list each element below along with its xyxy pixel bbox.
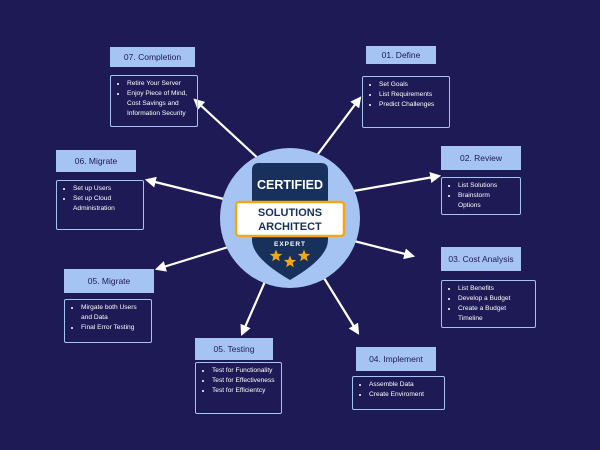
step-item: List Requirements	[379, 90, 443, 100]
step-items-testing: Test for FunctionalityTest for Effective…	[195, 362, 282, 414]
step-title-completion: 07. Completion	[110, 47, 195, 67]
step-item-list: Set GoalsList RequirementsPredict Challe…	[367, 80, 443, 110]
step-items-cost-analysis: List BenefitsDevelop a BudgetCreate a Bu…	[441, 280, 536, 328]
badge-banner	[234, 200, 346, 238]
step-items-migrate-06: Set up UsersSet up Cloud Administration	[56, 180, 144, 230]
step-title-migrate-05: 05. Migrate	[64, 269, 154, 293]
step-item-list: List BenefitsDevelop a BudgetCreate a Bu…	[446, 284, 529, 324]
arrow-to-migrate-06	[144, 176, 237, 204]
arrow-to-cost-analysis	[349, 238, 416, 260]
step-item-list: Set up UsersSet up Cloud Administration	[61, 184, 137, 214]
step-item-list: Test for FunctionalityTest for Effective…	[200, 366, 275, 396]
step-item: Predict Challenges	[379, 100, 443, 110]
step-item: Enjoy Piece of Mind, Cost Savings and In…	[127, 89, 191, 119]
step-item: Test for Functionality	[212, 366, 275, 376]
step-item: List Benefits	[458, 284, 529, 294]
step-items-define: Set GoalsList RequirementsPredict Challe…	[362, 76, 450, 128]
star-rating	[269, 249, 311, 268]
step-item: Test for Effectiveness	[212, 376, 275, 386]
arrow-to-completion	[193, 98, 263, 163]
step-item: Develop a Budget	[458, 294, 529, 304]
badge-architect-text: ARCHITECT	[258, 221, 322, 233]
star-icon	[297, 249, 311, 262]
step-items-implement: Assemble DataCreate Enviroment	[352, 376, 445, 410]
step-item: List Solutions	[458, 181, 514, 191]
step-item-list: List SolutionsBrainstorm Options	[446, 181, 514, 211]
step-item: Assemble Data	[369, 380, 438, 390]
step-title-review: 02. Review	[441, 146, 521, 170]
step-item: Final Error Testing	[81, 323, 145, 333]
step-items-review: List SolutionsBrainstorm Options	[441, 177, 521, 215]
step-item: Mirgate both Users and Data	[81, 303, 145, 323]
step-items-migrate-05: Mirgate both Users and DataFinal Error T…	[64, 299, 152, 343]
star-icon	[269, 249, 283, 262]
step-item: Create Enviroment	[369, 390, 438, 400]
step-item-list: Assemble DataCreate Enviroment	[357, 380, 438, 400]
step-item-list: Mirgate both Users and DataFinal Error T…	[69, 303, 145, 333]
arrow-to-implement	[323, 277, 360, 335]
step-title-testing: 05. Testing	[195, 338, 273, 360]
step-item: Set Goals	[379, 80, 443, 90]
step-item: Retire Your Server	[127, 79, 191, 89]
step-title-migrate-06: 06. Migrate	[56, 150, 136, 172]
step-item: Brainstorm Options	[458, 191, 514, 211]
arrow-to-define	[311, 96, 362, 163]
step-title-cost-analysis: 03. Cost Analysis	[441, 247, 521, 271]
step-title-define: 01. Define	[366, 46, 436, 64]
step-items-completion: Retire Your ServerEnjoy Piece of Mind, C…	[110, 75, 198, 127]
step-item: Create a Budget Timeline	[458, 304, 529, 324]
badge-solutions-text: SOLUTIONS	[258, 207, 322, 219]
step-item: Test for Efficientcy	[212, 386, 275, 396]
star-icon	[283, 255, 297, 268]
arrow-to-review	[347, 172, 442, 194]
badge-certified-text: CERTIFIED	[257, 178, 323, 192]
step-item: Set up Cloud Administration	[73, 194, 137, 214]
step-item-list: Retire Your ServerEnjoy Piece of Mind, C…	[115, 79, 191, 119]
arrow-to-migrate-05	[154, 242, 239, 272]
step-title-implement: 04. Implement	[356, 347, 436, 371]
step-item: Set up Users	[73, 184, 137, 194]
badge-expert-text: EXPERT	[274, 241, 306, 248]
